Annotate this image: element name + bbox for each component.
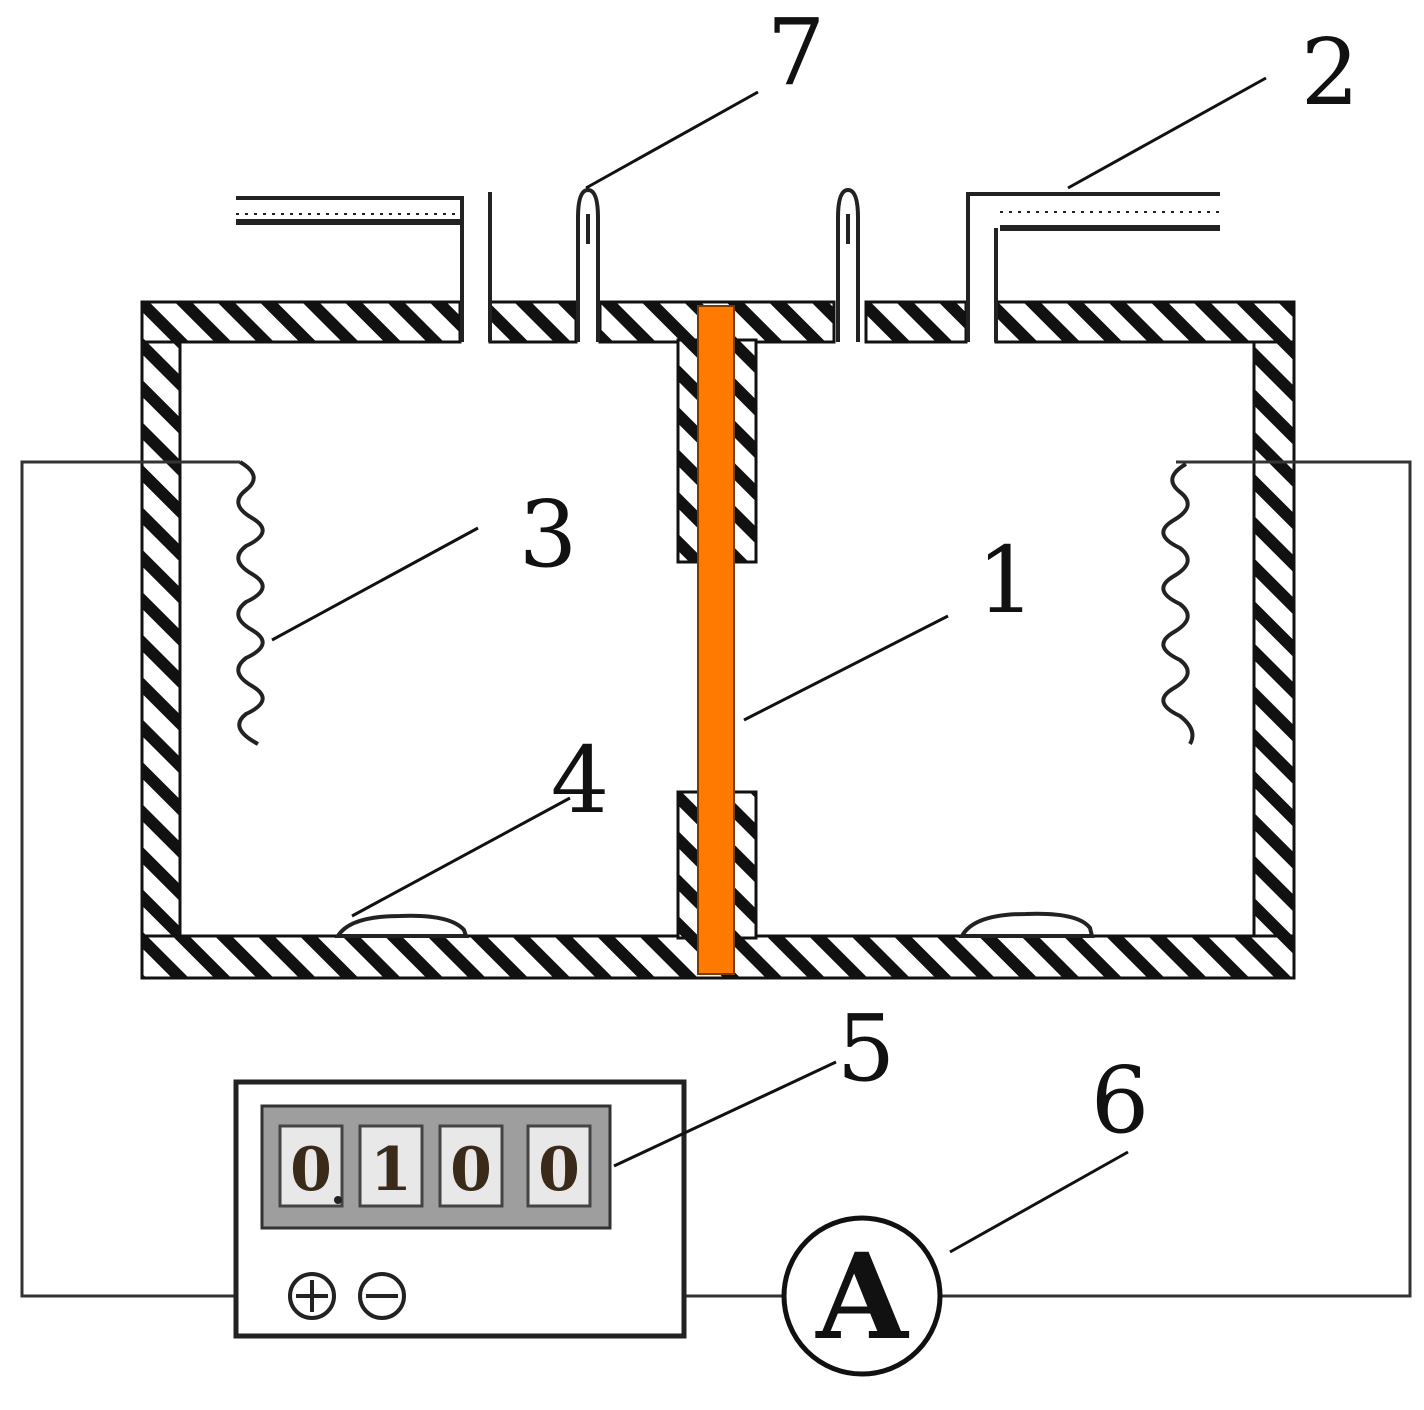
right-stirrer xyxy=(958,911,1095,938)
top-wall-segment xyxy=(140,300,462,344)
left-heater-coil xyxy=(236,460,265,746)
sample-rod xyxy=(697,305,735,975)
display-digit-2: 1 xyxy=(370,1135,412,1205)
callout-labels: 1 2 3 4 5 6 7 xyxy=(519,0,1360,1154)
display-digit-3: 0 xyxy=(450,1135,492,1205)
display-digit-4: 0 xyxy=(538,1135,580,1205)
left-wall xyxy=(140,300,182,980)
left-pressure-tube xyxy=(236,192,492,342)
top-wall-segment xyxy=(994,300,1296,344)
leader-4 xyxy=(351,796,571,918)
decimal-point xyxy=(334,1196,342,1204)
plus-terminal-icon xyxy=(288,1272,336,1320)
callout-6: 6 xyxy=(1091,1047,1150,1154)
digit-cell xyxy=(438,1124,504,1208)
ammeter-body xyxy=(781,1215,943,1377)
callout-5: 5 xyxy=(837,995,896,1102)
right-heater-coil xyxy=(1161,462,1195,745)
leader-1 xyxy=(743,614,949,722)
top-wall-segment xyxy=(864,300,968,344)
callout-2: 2 xyxy=(1301,19,1360,126)
left-stirrer xyxy=(334,913,469,938)
leader-6 xyxy=(949,1150,1129,1254)
display-digit-cells: 0 1 0 0 xyxy=(278,1124,592,1208)
top-wall-segment xyxy=(488,300,578,344)
display-digit-1: 0 xyxy=(290,1135,332,1205)
digit-cell xyxy=(358,1124,424,1208)
callout-leader-lines xyxy=(271,76,1267,1254)
left-thermometer xyxy=(576,187,600,342)
callout-3: 3 xyxy=(519,481,578,588)
ammeter: A xyxy=(781,1215,943,1377)
digit-cell xyxy=(526,1124,592,1208)
minus-terminal-icon xyxy=(358,1272,406,1320)
leader-2 xyxy=(1067,76,1267,190)
right-wall xyxy=(1252,300,1296,980)
leader-3 xyxy=(271,526,479,642)
leader-5 xyxy=(613,1060,837,1168)
leader-7 xyxy=(585,90,759,190)
right-thermometer xyxy=(836,187,860,342)
callout-1: 1 xyxy=(977,527,1036,634)
callout-7: 7 xyxy=(767,0,826,106)
ammeter-symbol: A xyxy=(815,1227,909,1366)
callout-4: 4 xyxy=(551,727,610,834)
right-pressure-tube xyxy=(966,192,1220,342)
digit-cell xyxy=(278,1124,344,1208)
power-supply: 0 1 0 0 xyxy=(233,1079,687,1339)
